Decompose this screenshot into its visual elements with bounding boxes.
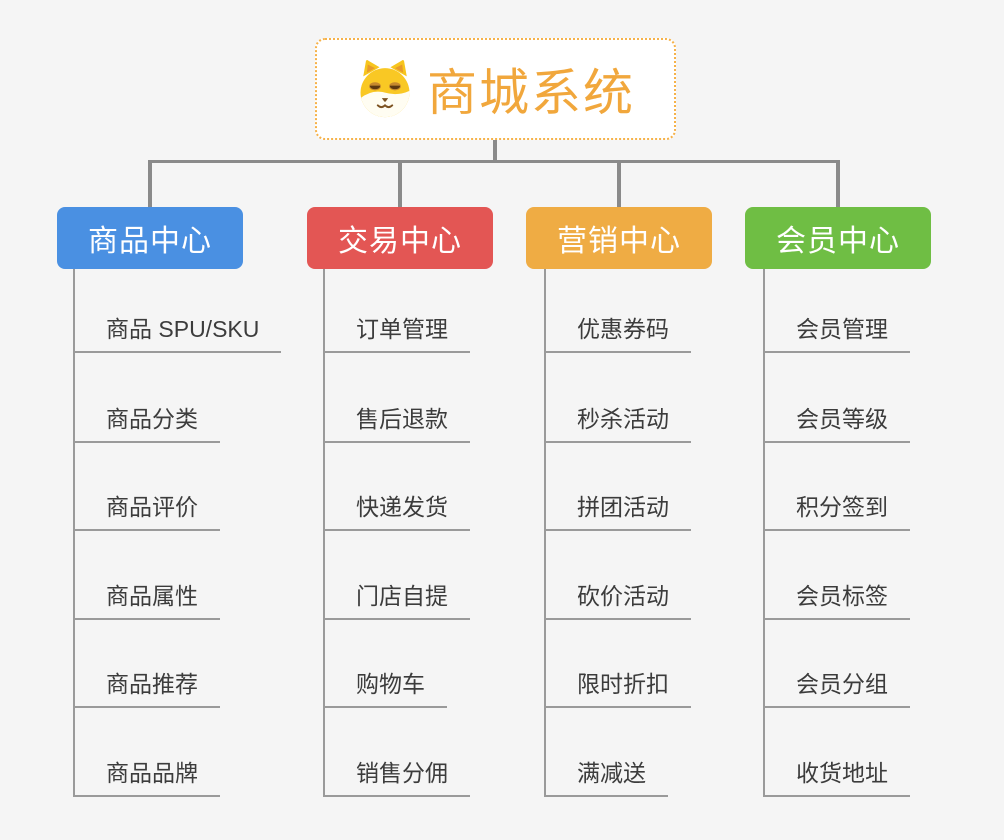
root-node[interactable]: 商城系统	[315, 38, 676, 140]
leaf-node[interactable]: 商品 SPU/SKU	[75, 316, 282, 353]
branch-product-center: 商品中心 商品 SPU/SKU 商品分类 商品评价 商品属性 商品推荐 商品品牌	[57, 207, 282, 797]
connector-branch-stub	[148, 160, 152, 208]
branch-leaves: 优惠券码 秒杀活动 拼团活动 砍价活动 限时折扣 满减送	[544, 269, 784, 797]
connector-root-stub	[493, 140, 497, 161]
leaf-node[interactable]: 快递发货	[325, 494, 470, 531]
connector-horizontal-line	[148, 160, 840, 163]
branch-header[interactable]: 会员中心	[745, 207, 931, 269]
leaf-node[interactable]: 秒杀活动	[546, 406, 691, 443]
leaf-node[interactable]: 购物车	[325, 671, 447, 708]
branch-member-center: 会员中心 会员管理 会员等级 积分签到 会员标签 会员分组 收货地址	[745, 207, 931, 797]
root-node-title: 商城系统	[427, 65, 635, 121]
connector-branch-stub	[836, 160, 840, 208]
leaf-node[interactable]: 商品分类	[75, 406, 220, 443]
leaf-node[interactable]: 会员等级	[765, 406, 910, 443]
leaf-node[interactable]: 商品属性	[75, 583, 220, 620]
leaf-node[interactable]: 商品品牌	[75, 760, 220, 797]
leaf-node[interactable]: 收货地址	[765, 760, 910, 797]
leaf-node[interactable]: 砍价活动	[546, 583, 691, 620]
leaf-node[interactable]: 售后退款	[325, 406, 470, 443]
leaf-node[interactable]: 会员分组	[765, 671, 910, 708]
branch-header[interactable]: 商品中心	[57, 207, 243, 269]
branch-leaves: 会员管理 会员等级 积分签到 会员标签 会员分组 收货地址	[763, 269, 1003, 797]
branch-header[interactable]: 营销中心	[526, 207, 712, 269]
leaf-node[interactable]: 优惠券码	[546, 316, 691, 353]
leaf-node[interactable]: 门店自提	[325, 583, 470, 620]
shiba-dog-face-icon	[356, 58, 414, 120]
branch-marketing-center: 营销中心 优惠券码 秒杀活动 拼团活动 砍价活动 限时折扣 满减送	[526, 207, 712, 797]
leaf-node[interactable]: 销售分佣	[325, 760, 470, 797]
leaf-node[interactable]: 会员标签	[765, 583, 910, 620]
leaf-node[interactable]: 拼团活动	[546, 494, 691, 531]
leaf-node[interactable]: 会员管理	[765, 316, 910, 353]
leaf-node[interactable]: 商品推荐	[75, 671, 220, 708]
leaf-node[interactable]: 积分签到	[765, 494, 910, 531]
leaf-node[interactable]: 订单管理	[325, 316, 470, 353]
branch-trade-center: 交易中心 订单管理 售后退款 快递发货 门店自提 购物车 销售分佣	[307, 207, 493, 797]
branch-leaves: 订单管理 售后退款 快递发货 门店自提 购物车 销售分佣	[323, 269, 563, 797]
leaf-node[interactable]: 商品评价	[75, 494, 220, 531]
connector-branch-stub	[617, 160, 621, 208]
connector-branch-stub	[398, 160, 402, 208]
leaf-node[interactable]: 限时折扣	[546, 671, 691, 708]
branch-leaves: 商品 SPU/SKU 商品分类 商品评价 商品属性 商品推荐 商品品牌	[73, 269, 313, 797]
branch-header[interactable]: 交易中心	[307, 207, 493, 269]
leaf-node[interactable]: 满减送	[546, 760, 668, 797]
